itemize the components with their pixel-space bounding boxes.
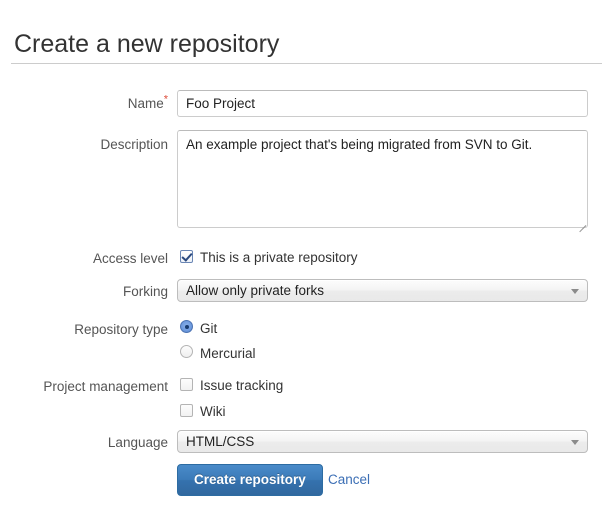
description-label: Description <box>100 137 168 152</box>
description-textarea[interactable]: An example project that's being migrated… <box>177 130 588 228</box>
issue-tracking-checkbox-label[interactable]: Issue tracking <box>200 378 284 393</box>
language-select[interactable]: HTML/CSS <box>177 430 588 453</box>
repository-type-label: Repository type <box>74 322 168 337</box>
title-divider <box>11 63 602 64</box>
repository-type-radio-mercurial[interactable] <box>180 345 193 358</box>
language-label: Language <box>107 435 168 450</box>
chevron-down-icon <box>571 289 579 294</box>
name-input[interactable] <box>177 90 588 117</box>
page-title: Create a new repository <box>14 29 280 58</box>
language-select-value: HTML/CSS <box>186 434 255 449</box>
forking-label: Forking <box>122 284 168 299</box>
wiki-checkbox[interactable] <box>180 404 193 417</box>
forking-select-value: Allow only private forks <box>186 283 325 298</box>
access-level-label: Access level <box>92 251 168 266</box>
project-management-label: Project management <box>43 379 168 394</box>
chevron-down-icon <box>571 440 579 445</box>
private-repository-checkbox[interactable] <box>180 250 193 263</box>
name-label-text: Name <box>127 96 164 111</box>
forking-select[interactable]: Allow only private forks <box>177 279 588 302</box>
required-asterisk-icon: * <box>163 93 168 106</box>
name-label: Name* <box>0 93 168 111</box>
create-repository-button[interactable]: Create repository <box>177 464 323 496</box>
repository-type-radio-git[interactable] <box>180 320 193 333</box>
wiki-checkbox-label[interactable]: Wiki <box>200 404 226 419</box>
issue-tracking-checkbox[interactable] <box>180 378 193 391</box>
cancel-link[interactable]: Cancel <box>328 472 371 487</box>
private-repository-checkbox-label[interactable]: This is a private repository <box>200 250 358 265</box>
repository-type-radio-git-label[interactable]: Git <box>200 321 218 336</box>
repository-type-radio-mercurial-label[interactable]: Mercurial <box>200 346 256 361</box>
